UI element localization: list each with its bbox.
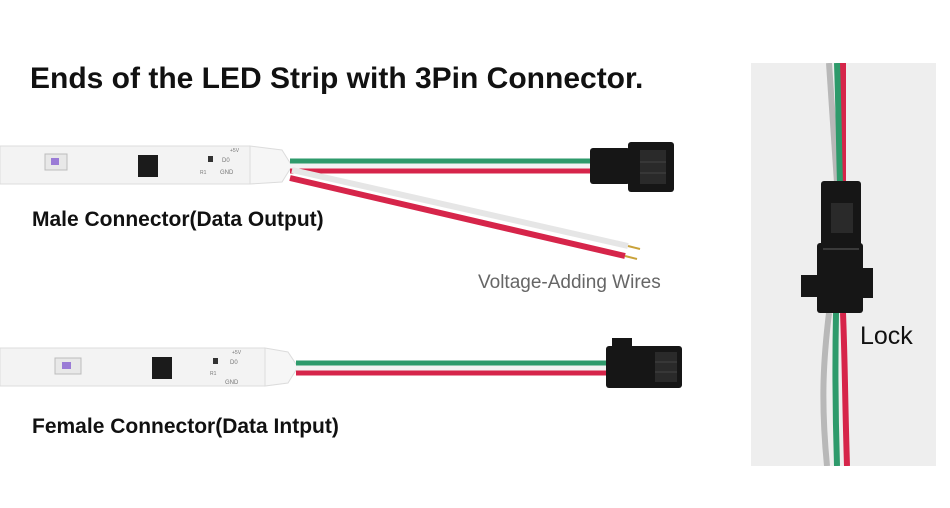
male-connector-label: Male Connector(Data Output) bbox=[32, 208, 324, 231]
male-strip-marking-2: GND bbox=[220, 170, 234, 176]
female-strip-marking-3: R1 bbox=[210, 371, 217, 377]
voltage-wire-white bbox=[291, 167, 629, 249]
voltage-wires-label: Voltage-Adding Wires bbox=[478, 272, 661, 293]
male-strip-marking-1: D0 bbox=[222, 158, 230, 164]
male-connector bbox=[590, 142, 674, 192]
female-ic-chip bbox=[152, 357, 172, 379]
female-connector bbox=[606, 338, 682, 388]
male-strip-assembly: D0 GND +5V R1 bbox=[0, 142, 674, 260]
lock-label: Lock bbox=[860, 322, 913, 350]
locked-connectors-illustration bbox=[801, 62, 873, 467]
male-led-strip bbox=[0, 145, 251, 185]
female-strip-end bbox=[264, 347, 299, 387]
female-strip-assembly: +5V D0 R1 GND bbox=[0, 338, 682, 388]
page-title: Ends of the LED Strip with 3Pin Connecto… bbox=[30, 62, 644, 95]
female-connector-label: Female Connector(Data Intput) bbox=[32, 415, 339, 438]
male-strip-marking-0: +5V bbox=[230, 148, 240, 154]
female-strip-marking-1: D0 bbox=[230, 360, 238, 366]
voltage-wire-red bbox=[289, 175, 626, 259]
male-strip-marking-3: R1 bbox=[200, 170, 207, 176]
female-strip-marking-0: +5V bbox=[232, 350, 242, 356]
male-ic-chip bbox=[138, 155, 158, 177]
male-strip-end bbox=[249, 145, 293, 185]
lock-photo-panel bbox=[751, 62, 936, 467]
female-strip-marking-2: GND bbox=[225, 380, 239, 386]
